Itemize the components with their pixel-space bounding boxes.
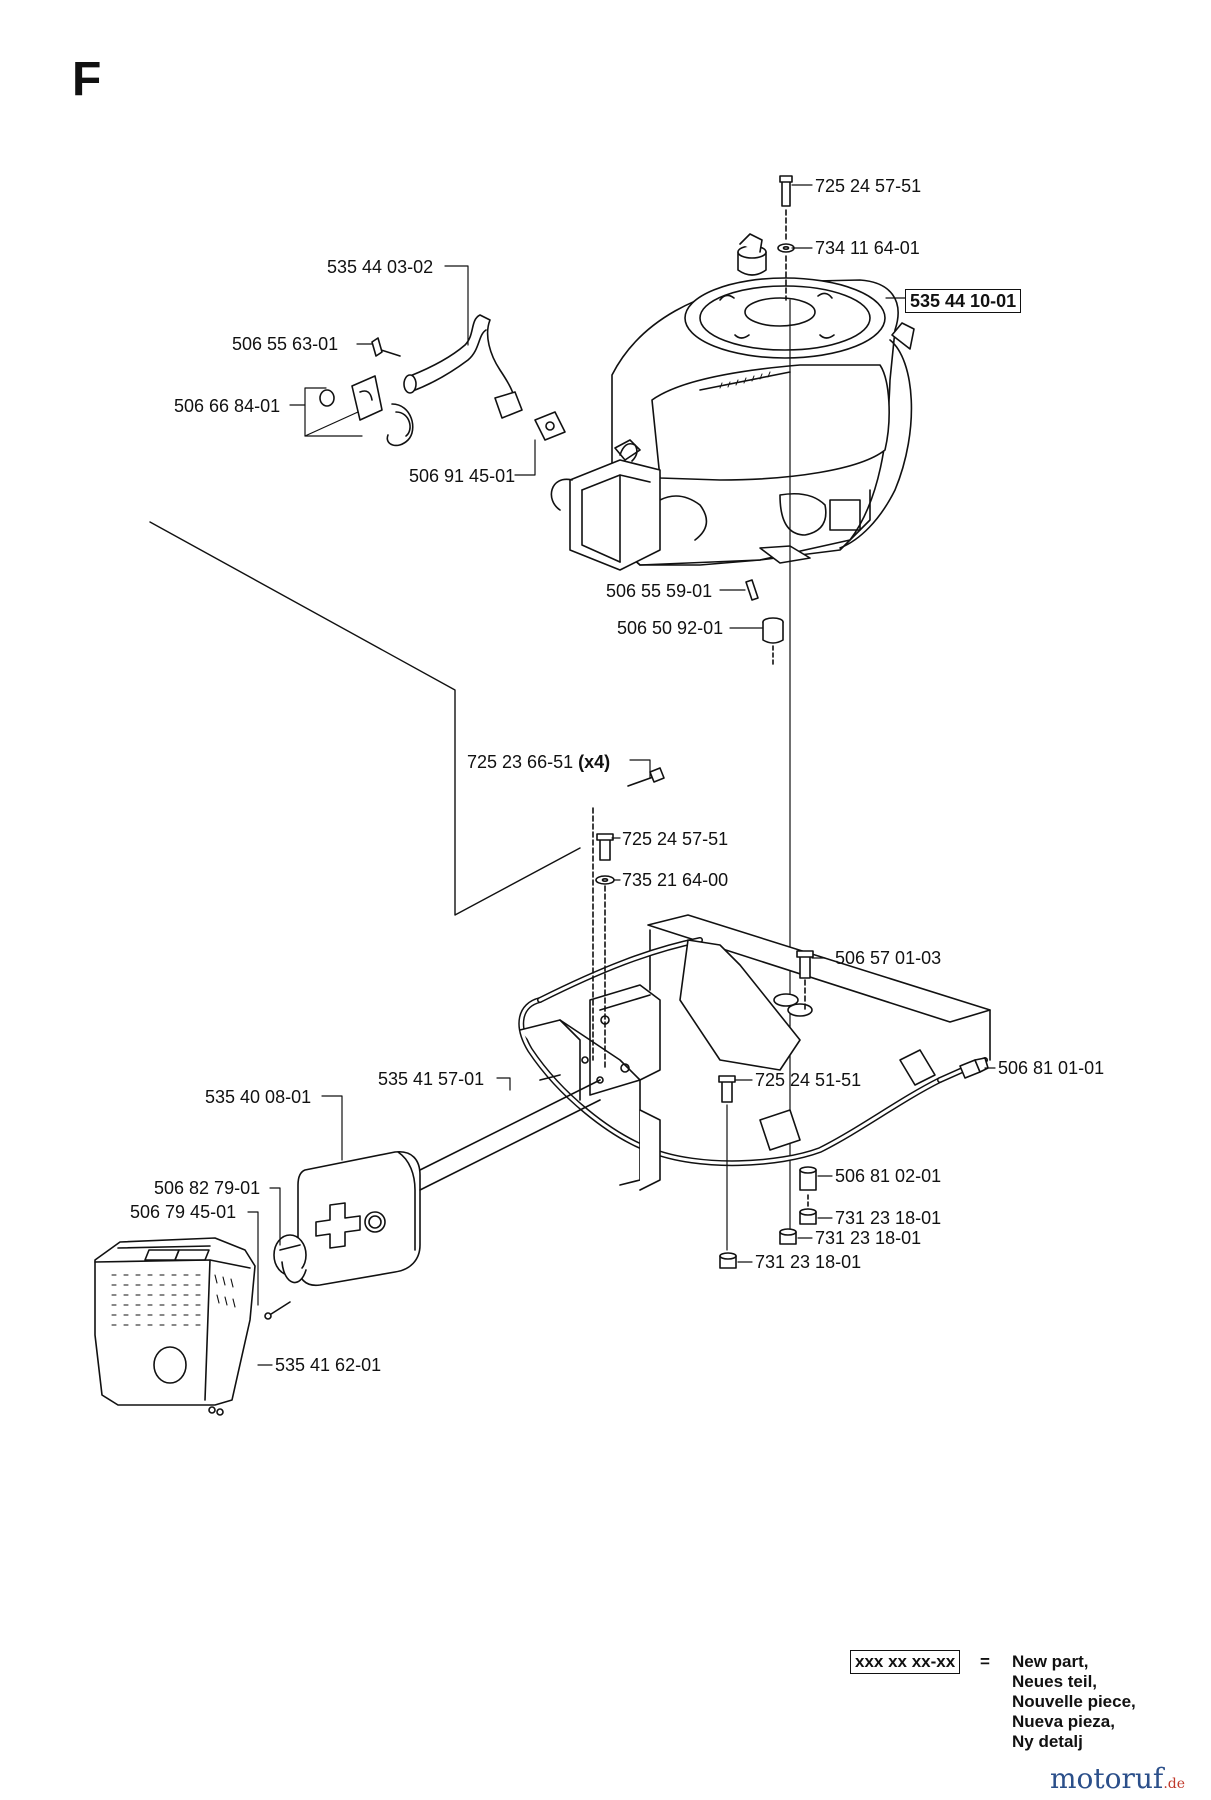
part-label: 506 57 01-03: [835, 948, 942, 968]
quantity: (x4): [578, 752, 611, 772]
bolt-icon: [371, 337, 401, 357]
part-label: 535 41 62-01: [275, 1355, 382, 1375]
part-label: 535 41 57-01: [378, 1069, 485, 1089]
new-part-label: 535 44 10-01: [905, 289, 1022, 313]
watermark: motoruf.de: [1050, 1762, 1185, 1795]
part-label: 506 79 45-01: [130, 1202, 237, 1222]
legend-line: Neues teil,: [1012, 1672, 1098, 1691]
part-label: 725 24 57-51: [622, 829, 729, 849]
part-label: 506 81 02-01: [835, 1166, 942, 1186]
leader-lines: [247, 184, 996, 1366]
part-label: 506 55 63-01: [232, 334, 339, 354]
bushing-icon: [799, 1166, 817, 1191]
mount-washer-icon: [595, 875, 615, 885]
frame-bolt-icon: [796, 950, 814, 979]
nut-icon: [799, 1208, 817, 1225]
part-number: 725 23 66-51: [467, 752, 574, 772]
spacer-icon: [762, 617, 784, 666]
part-label: 731 23 18-01: [815, 1228, 922, 1248]
mount-bolt-icon: [596, 833, 614, 861]
screw-icon: [264, 1301, 291, 1320]
part-label: 506 81 01-01: [998, 1058, 1105, 1078]
nut-3-icon: [719, 1252, 737, 1269]
frame-bolt-2-icon: [718, 1075, 736, 1103]
legend-line: Nueva pieza,: [1012, 1712, 1115, 1731]
part-label: 506 50 92-01: [617, 618, 724, 638]
muffler: [297, 1079, 601, 1287]
part-label: 506 91 45-01: [409, 466, 516, 486]
part-label: 734 11 64-01: [815, 238, 920, 258]
legend-line: Nouvelle piece,: [1012, 1692, 1136, 1711]
watermark-brand: motoruf: [1050, 1762, 1164, 1795]
engine-frame: [518, 914, 991, 1167]
legend-description: New part, Neues teil, Nouvelle piece, Nu…: [1012, 1652, 1136, 1752]
exhaust-pipe: [403, 314, 566, 441]
deflector: [273, 1234, 307, 1284]
pin-icon: [745, 579, 759, 601]
watermark-tld: .de: [1163, 1776, 1186, 1792]
bracket-bolt-icon: [627, 767, 665, 787]
engine: [550, 233, 915, 571]
part-label: 506 66 84-01: [174, 396, 281, 416]
part-label: 506 55 59-01: [606, 581, 713, 601]
part-label: 731 23 18-01: [755, 1252, 862, 1272]
section-letter: F: [72, 53, 102, 106]
plug-icon: [959, 1057, 989, 1079]
top-bolt-icon: [779, 175, 793, 207]
legend-line: New part,: [1012, 1652, 1089, 1671]
legend-line: Ny detalj: [1012, 1732, 1083, 1751]
part-label: 725 23 66-51 (x4): [467, 752, 610, 772]
pipe-clamp: [319, 375, 414, 447]
part-label: 725 24 57-51: [815, 176, 922, 196]
legend-equals: =: [980, 1652, 990, 1671]
top-washer-icon: [777, 243, 795, 253]
muffler-bracket: [519, 984, 661, 1191]
nut-2-icon: [779, 1228, 797, 1245]
assembly-line: [149, 521, 581, 916]
part-label: 735 21 64-00: [622, 870, 729, 890]
part-label: 535 40 08-01: [205, 1087, 312, 1107]
heat-shield: [94, 1237, 256, 1416]
part-label: 506 82 79-01: [154, 1178, 261, 1198]
part-label: 535 44 03-02: [327, 257, 434, 277]
part-label: 725 24 51-51: [755, 1070, 862, 1090]
legend-code: xxx xx xx-xx: [850, 1650, 961, 1674]
part-label: 731 23 18-01: [835, 1208, 942, 1228]
